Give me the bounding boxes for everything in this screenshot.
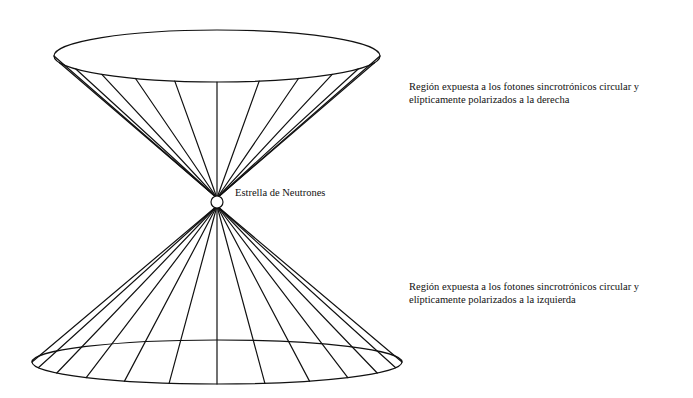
star-label: Estrella de Neutrones bbox=[234, 186, 326, 199]
neutron-star bbox=[211, 196, 223, 208]
region-label: Región expuesta a los fotones sincrotrón… bbox=[408, 280, 645, 306]
lower-cone-lines bbox=[32, 206, 402, 384]
region-label: Región expuesta a los fotones sincrotrón… bbox=[408, 80, 645, 106]
upper-cone-rim bbox=[54, 30, 380, 82]
upper-cone-lines bbox=[54, 56, 380, 198]
